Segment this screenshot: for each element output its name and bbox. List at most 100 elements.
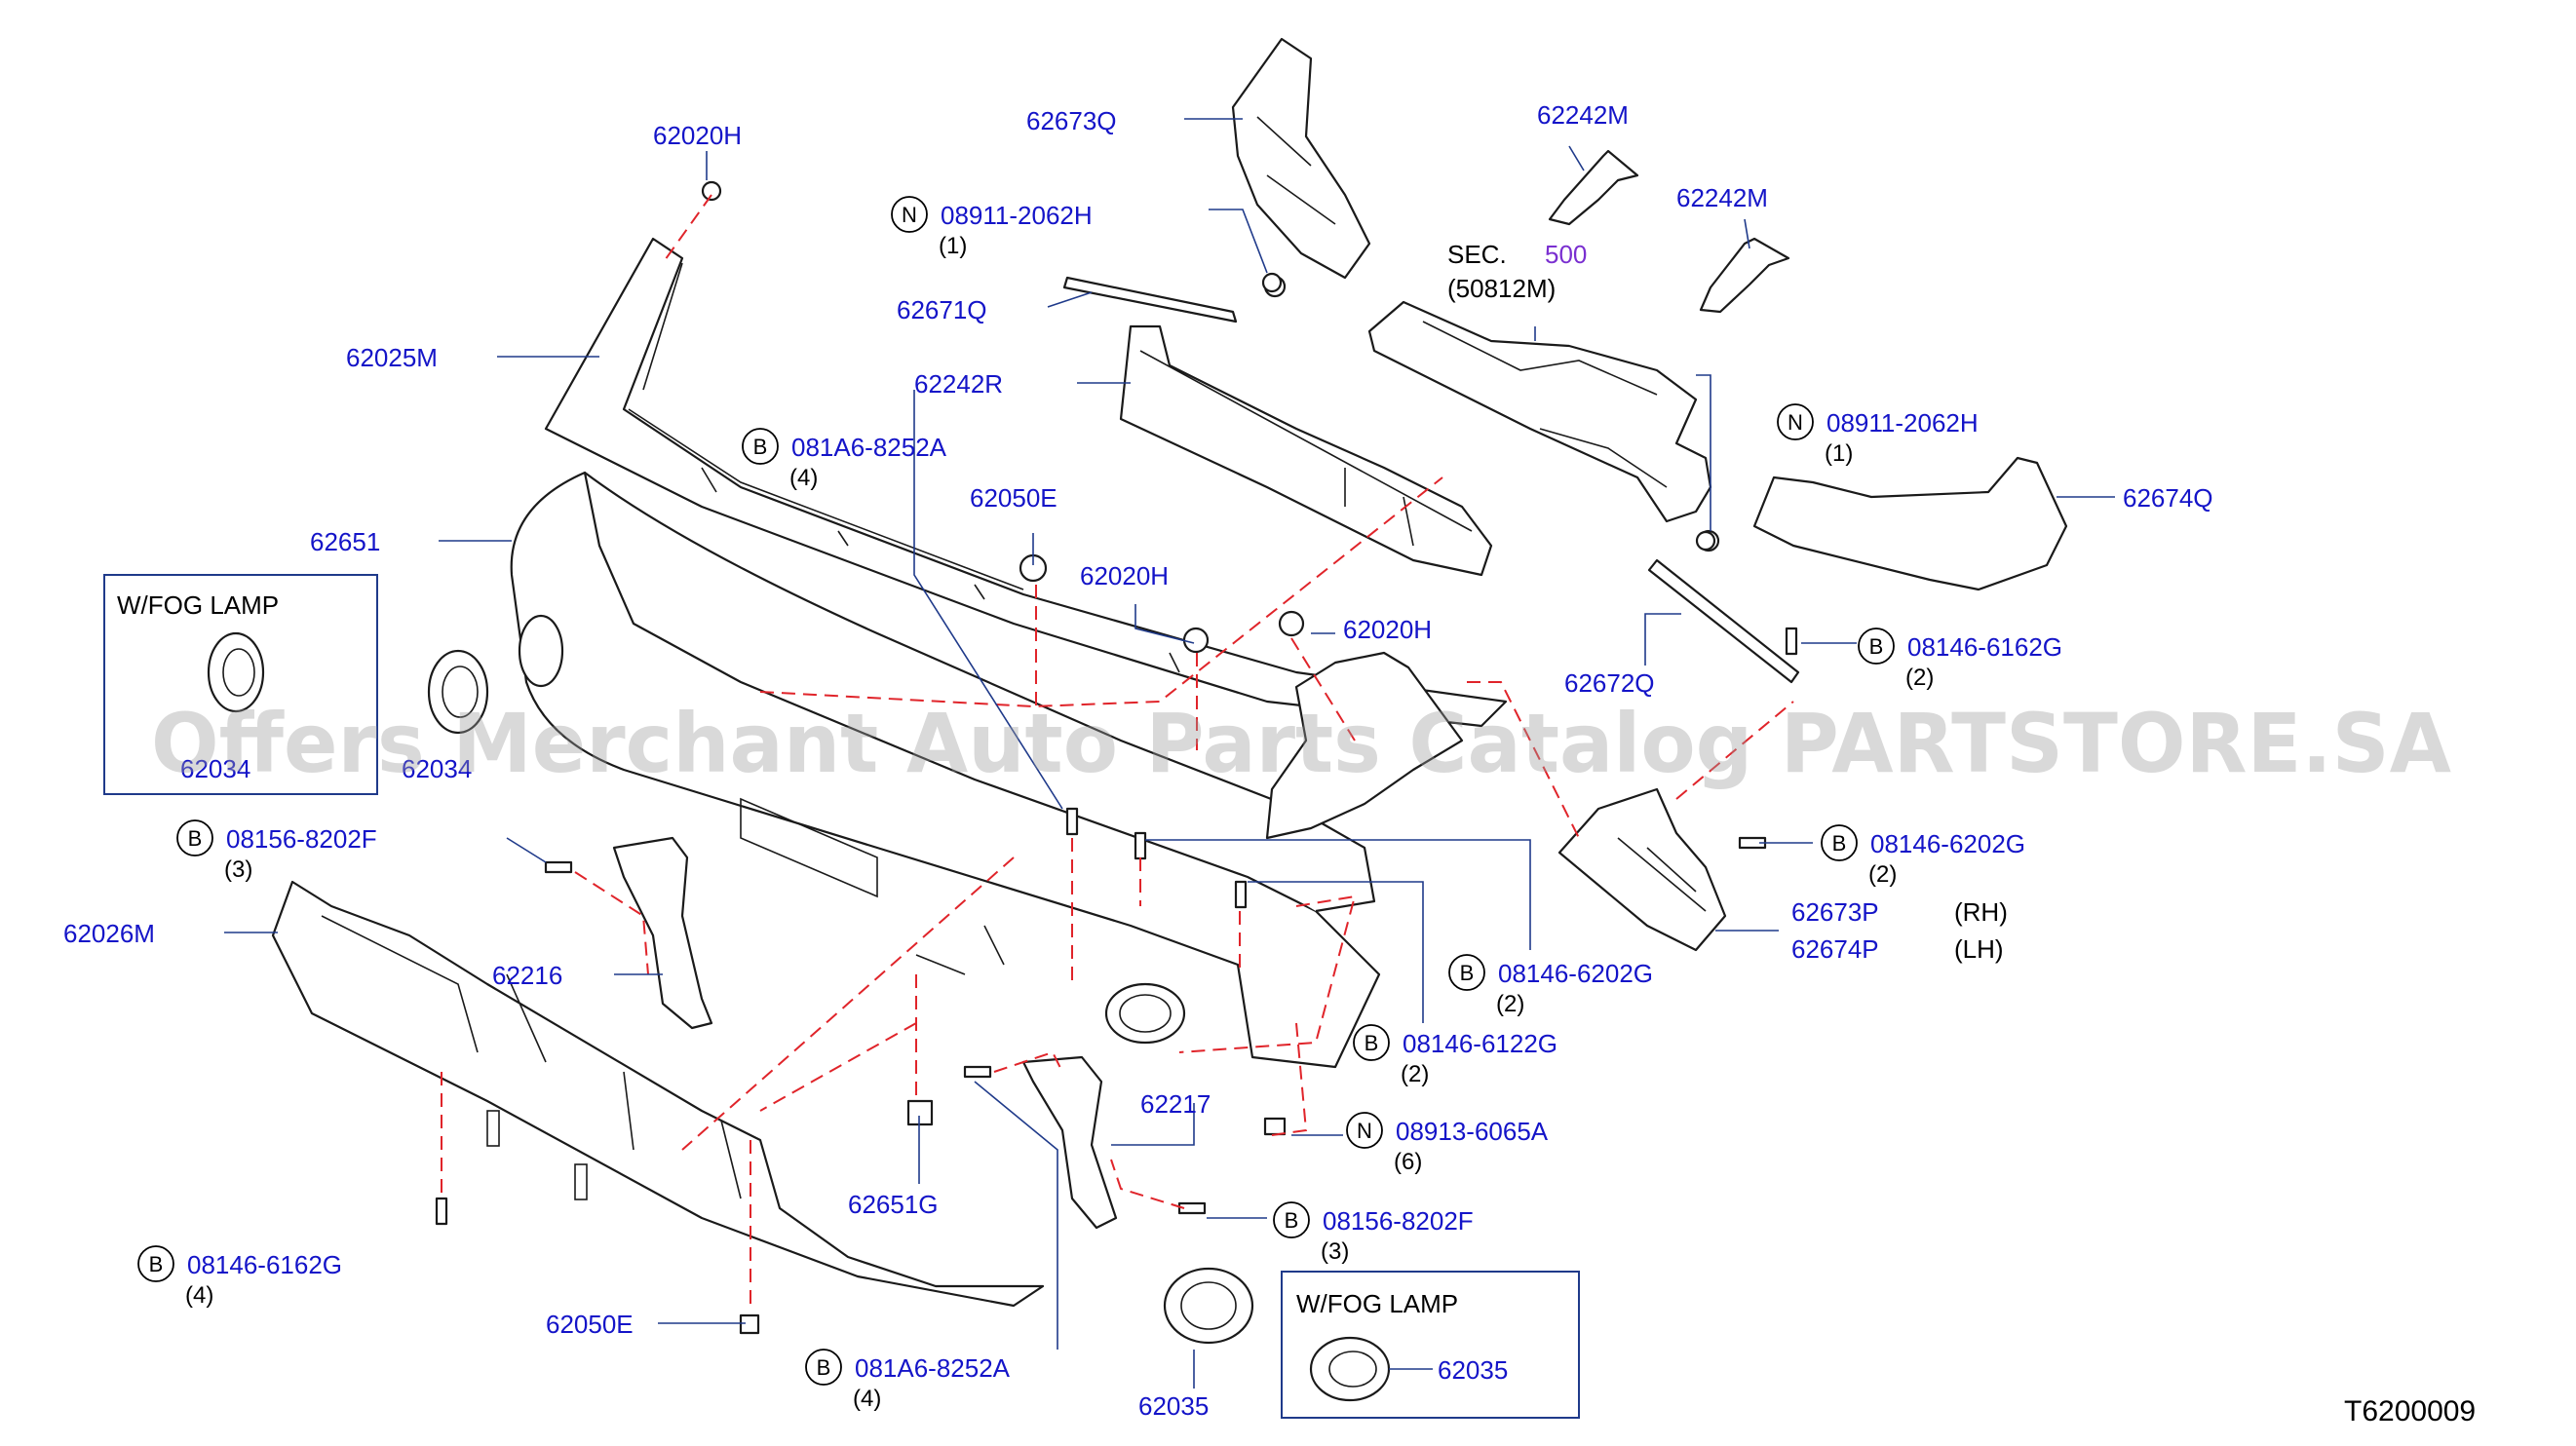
label-62673P: 62673P <box>1791 897 1879 927</box>
label-62673Q: 62673Q <box>1026 106 1117 135</box>
part-b7: 08156-8202F <box>1323 1206 1474 1236</box>
callout-b9: B 081A6-8252A (4) <box>805 1349 1011 1412</box>
label-62217: 62217 <box>1140 1089 1211 1119</box>
part-b6: 08146-6122G <box>1403 1029 1557 1058</box>
part-b2: 08146-6162G <box>1907 632 2062 662</box>
part-62673Q-drawing <box>1231 37 1371 280</box>
badge-b1: B <box>753 435 768 459</box>
label-62025M: 62025M <box>346 343 438 372</box>
callout-b3: B 08146-6202G (2) <box>1821 824 2025 888</box>
callout-b2: B 08146-6162G (2) <box>1858 628 2062 691</box>
badge-n2: N <box>1788 410 1803 435</box>
label-62651G: 62651G <box>848 1190 939 1219</box>
part-62674Q-drawing <box>1752 456 2068 591</box>
callout-n1: N 08911-2062H (1) <box>891 196 1093 259</box>
fog-box-right <box>1281 1271 1580 1419</box>
fastener-glyphs <box>435 180 1798 1335</box>
fog-box-left-title: W/FOG LAMP <box>117 590 279 620</box>
badge-b6: B <box>1365 1031 1379 1055</box>
part-62025M-drawing <box>544 237 1508 728</box>
label-62050E-top: 62050E <box>970 483 1057 513</box>
badge-b3: B <box>1832 831 1847 856</box>
qty-n1: (1) <box>939 233 967 259</box>
fog-box-left-part: 62034 <box>180 754 250 783</box>
label-62671Q: 62671Q <box>897 295 987 324</box>
part-n2: 08911-2062H <box>1826 408 1979 438</box>
section-ref: (50812M) <box>1447 274 1556 303</box>
qty-b9: (4) <box>853 1386 881 1412</box>
qty-b3: (2) <box>1868 861 1897 888</box>
qty-b2: (2) <box>1905 665 1934 691</box>
badge-b4: B <box>188 826 203 851</box>
badge-n3: N <box>1357 1119 1372 1143</box>
qty-n3: (6) <box>1394 1149 1422 1175</box>
callout-b7: B 08156-8202F (3) <box>1273 1201 1474 1265</box>
label-62020H-right: 62020H <box>1343 615 1432 644</box>
part-62242M-drawing-a <box>1548 149 1639 226</box>
assembly-lines <box>441 194 1794 1311</box>
diagram-code: T6200009 <box>2344 1395 2476 1427</box>
badge-b5: B <box>1460 961 1475 985</box>
callout-b8: B 08146-6162G (4) <box>137 1245 342 1309</box>
part-n3: 08913-6065A <box>1396 1117 1549 1146</box>
part-62034-drawing <box>427 649 489 735</box>
part-b8: 08146-6162G <box>187 1250 342 1279</box>
qty-b7: (3) <box>1321 1238 1349 1265</box>
label-62020H-mid: 62020H <box>1080 561 1169 590</box>
badge-b9: B <box>817 1355 831 1380</box>
inset-62034-drawing <box>207 631 265 713</box>
part-center-bracket-drawing <box>1265 651 1464 840</box>
part-b3: 08146-6202G <box>1870 829 2025 858</box>
badge-n1: N <box>902 203 917 227</box>
fog-box-right-part: 62035 <box>1438 1355 1508 1385</box>
part-62026M-drawing <box>271 880 1045 1308</box>
fog-box-right-title: W/FOG LAMP <box>1296 1289 1458 1318</box>
label-62651: 62651 <box>310 527 380 556</box>
label-62216: 62216 <box>492 961 562 990</box>
label-62026M: 62026M <box>63 919 155 948</box>
part-62673P-drawing <box>1557 787 1727 952</box>
part-62672Q-drawing <box>1647 529 1800 684</box>
part-b1: 081A6-8252A <box>791 433 947 462</box>
label-62674Q: 62674Q <box>2123 483 2213 513</box>
label-62050E-bottom: 62050E <box>546 1310 634 1339</box>
qty-b1: (4) <box>789 465 818 491</box>
badge-b2: B <box>1869 634 1884 659</box>
callout-b4: B 08156-8202F (3) <box>176 819 377 883</box>
label-rh: (RH) <box>1954 897 2008 927</box>
callout-b6: B 08146-6122G (2) <box>1353 1024 1557 1087</box>
part-62035-drawing <box>1163 1267 1254 1345</box>
label-lh: (LH) <box>1954 934 2004 964</box>
label-62242M-a: 62242M <box>1537 100 1629 130</box>
callout-b5: B 08146-6202G (2) <box>1448 954 1653 1017</box>
part-b5: 08146-6202G <box>1498 959 1653 988</box>
qty-b5: (2) <box>1496 991 1524 1017</box>
part-b9: 081A6-8252A <box>855 1353 1011 1383</box>
label-62672Q: 62672Q <box>1564 668 1655 698</box>
watermark: Offers Merchant Auto Parts Catalog PARTS… <box>151 696 2451 791</box>
part-62242R-drawing <box>1119 324 1493 577</box>
label-62020H-top: 62020H <box>653 121 742 150</box>
label-62674P: 62674P <box>1791 934 1879 964</box>
part-62671Q-drawing <box>1062 275 1287 323</box>
label-62034-outside: 62034 <box>402 754 472 783</box>
qty-b6: (2) <box>1401 1061 1429 1087</box>
label-62035: 62035 <box>1138 1391 1209 1421</box>
part-62217-drawing <box>1021 1055 1118 1230</box>
part-50812M-drawing <box>1367 300 1712 523</box>
part-62651-drawing <box>510 471 1381 1069</box>
part-b4: 08156-8202F <box>226 824 377 854</box>
label-62242R: 62242R <box>914 369 1003 399</box>
callout-b1: B 081A6-8252A (4) <box>742 428 947 491</box>
qty-b4: (3) <box>224 856 252 883</box>
badge-b7: B <box>1285 1208 1299 1233</box>
leader-lines <box>224 118 2115 1389</box>
qty-b8: (4) <box>185 1282 213 1309</box>
part-n1: 08911-2062H <box>941 201 1093 230</box>
part-62216-drawing <box>612 836 713 1030</box>
fog-box-left <box>103 574 378 795</box>
callout-n2: N 08911-2062H (1) <box>1777 403 1979 467</box>
inset-62035-drawing <box>1309 1336 1391 1402</box>
